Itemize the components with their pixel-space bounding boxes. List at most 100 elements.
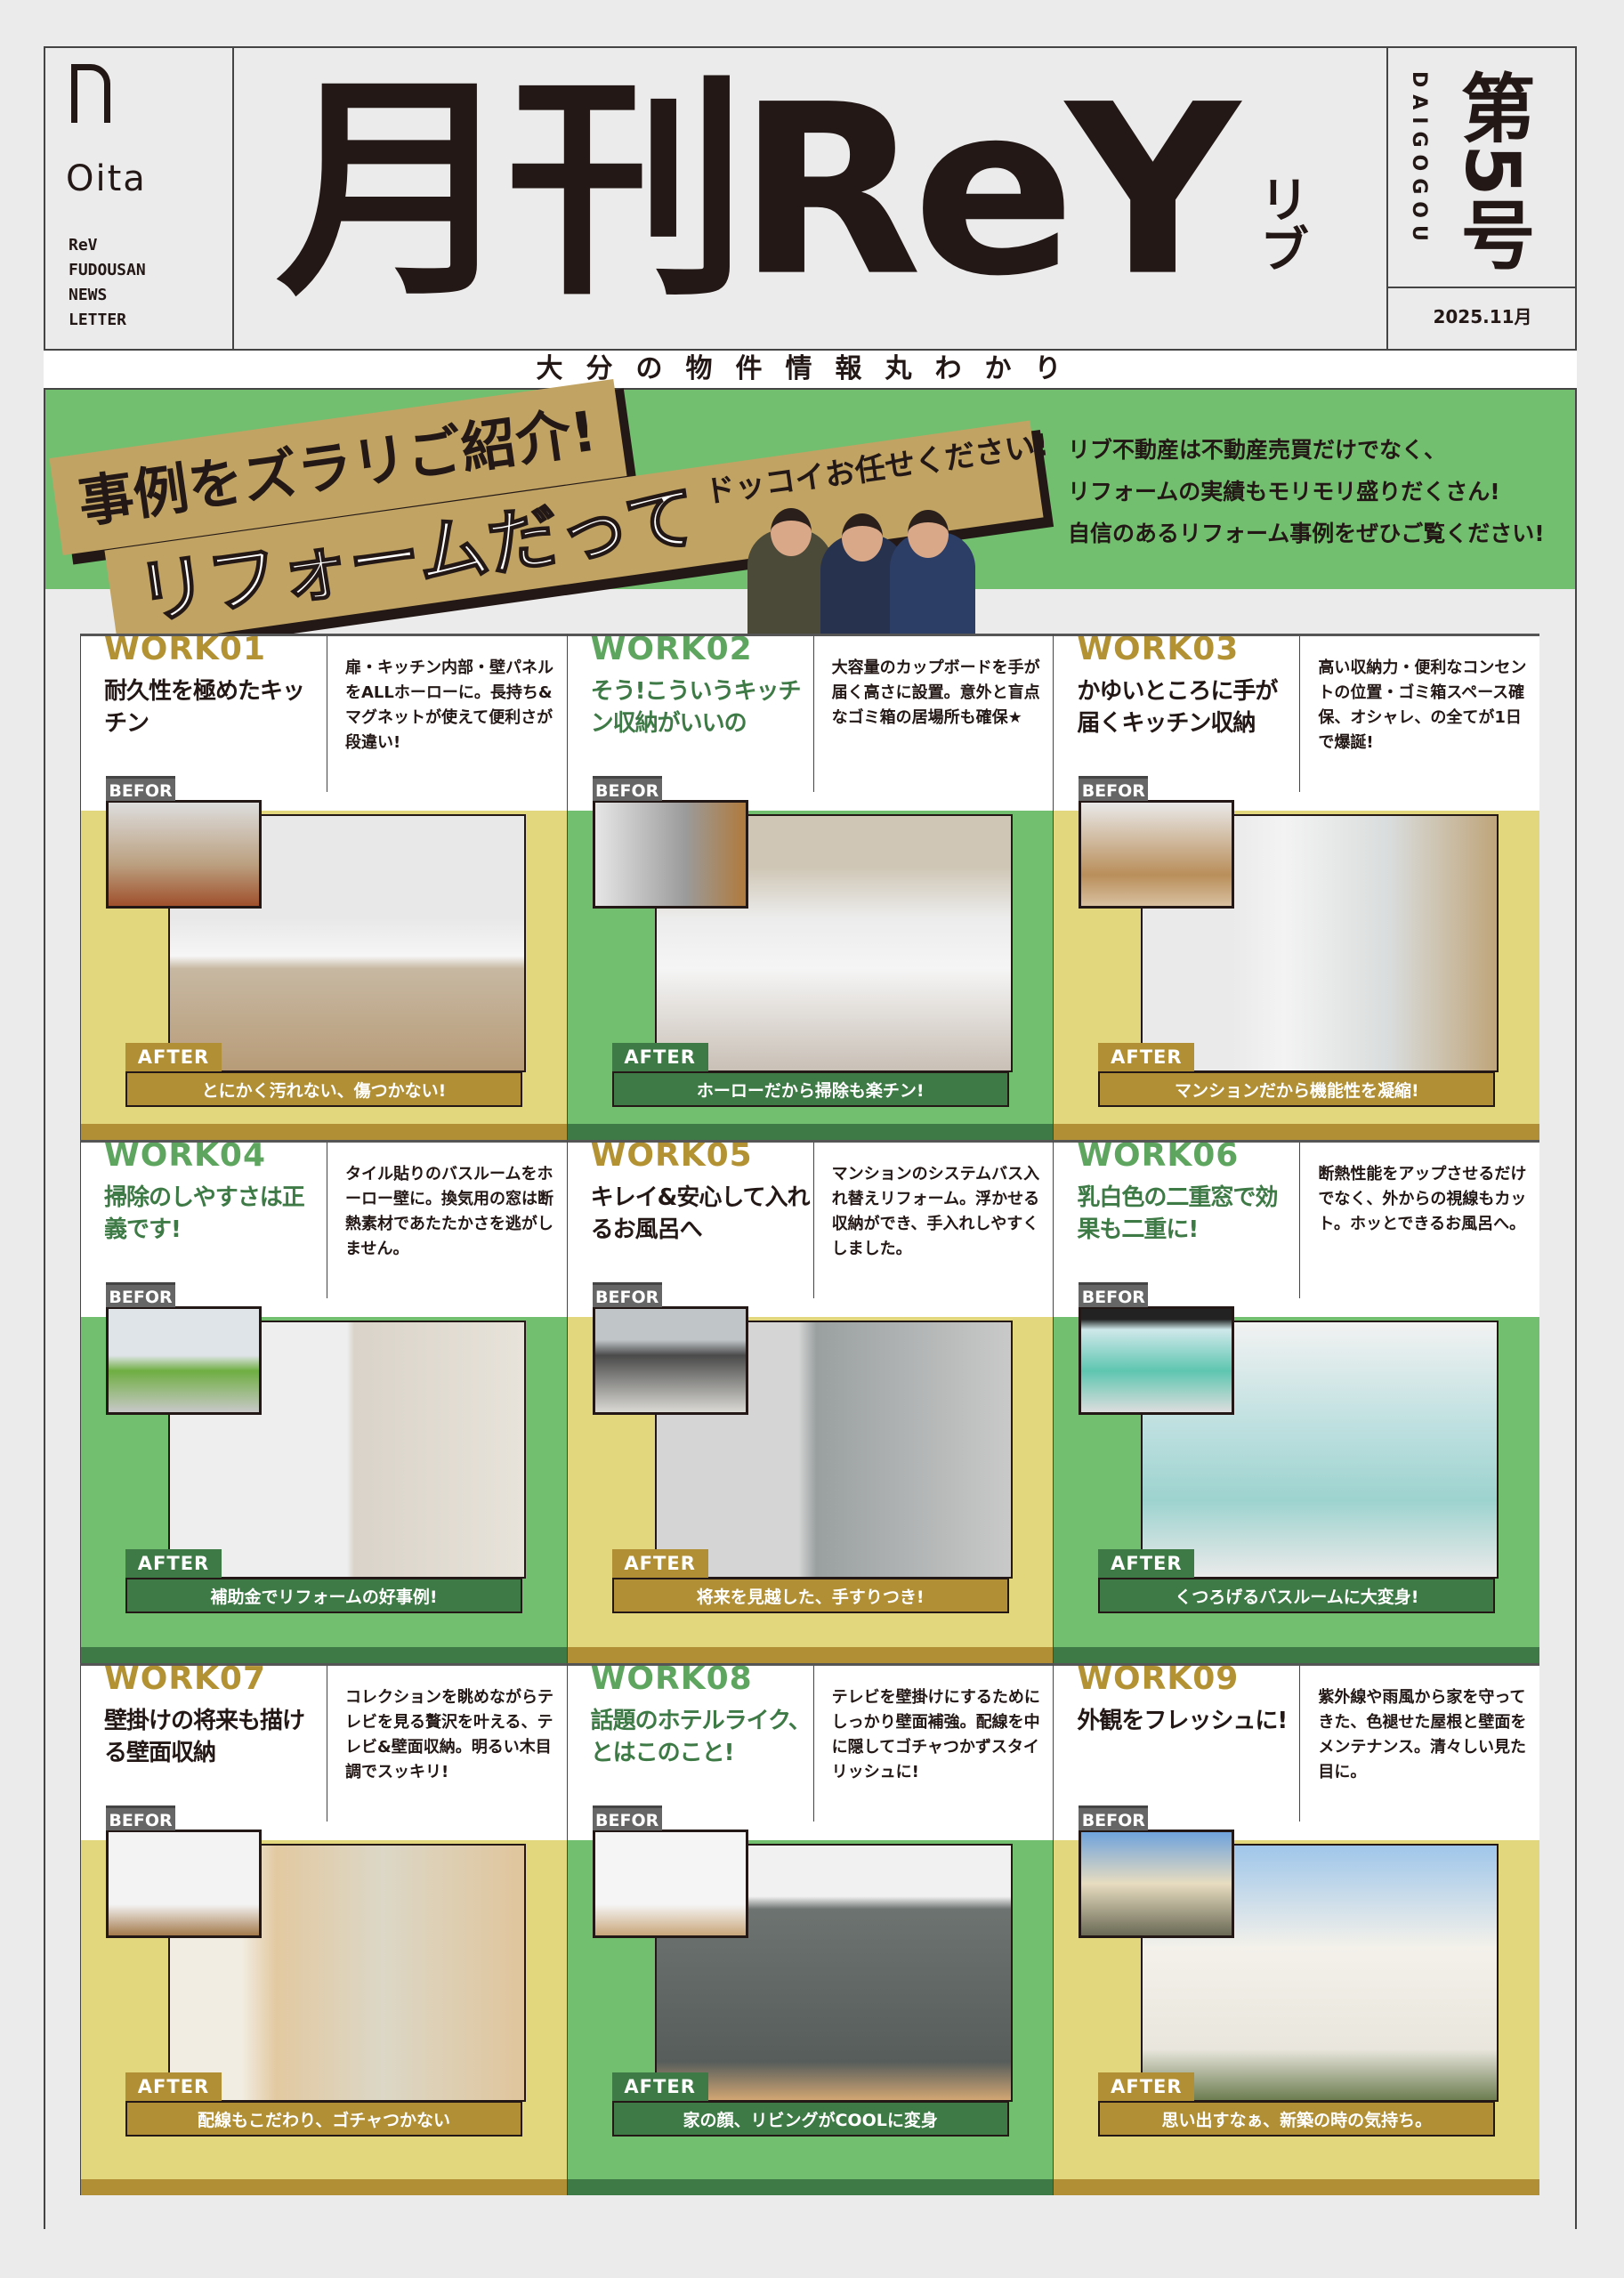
after-tag: AFTER	[125, 2072, 222, 2101]
work-card: WORK01 耐久性を極めたキッチン 扉・キッチン内部・壁パネルをALLホーロー…	[80, 634, 567, 1140]
work-label: WORK07	[104, 1663, 267, 1697]
bottom-strip	[1054, 1647, 1539, 1663]
logo-icon	[71, 64, 110, 123]
work-label: WORK03	[1077, 634, 1240, 667]
work-title: 話題のホテルライク、とはこのこと!	[590, 1708, 812, 1766]
divider	[812, 1143, 814, 1298]
works-grid: WORK01 耐久性を極めたキッチン 扉・キッチン内部・壁パネルをALLホーロー…	[80, 634, 1539, 2195]
city-label: Oita	[66, 158, 147, 199]
work-card: WORK08 話題のホテルライク、とはこのこと! テレビを壁掛けにするためにしっ…	[566, 1663, 1054, 2195]
before-tag: BEFOR	[592, 776, 662, 801]
after-tag: AFTER	[1098, 1549, 1195, 1578]
masthead-kana: リブ	[1251, 174, 1309, 273]
after-tag: AFTER	[611, 1043, 708, 1071]
tagline: 大分の物件情報丸わかり	[44, 349, 1577, 390]
masthead-title: 月刊ReY	[276, 62, 1344, 320]
work-caption: くつろげるバスルームに大変身!	[1098, 1578, 1496, 1613]
banner-text: リブ不動産は不動産売買だけでなく、 リフォームの実績もモリモリ盛りだくさん! 自…	[1068, 429, 1545, 554]
work-title: キレイ&安心して入れるお風呂へ	[590, 1184, 811, 1243]
before-photo	[1079, 800, 1235, 909]
work-label: WORK02	[590, 634, 753, 667]
work-description: マンションのシステムバス入れ替えリフォーム。浮かせる収納ができ、手入れしやすくし…	[831, 1165, 1040, 1258]
divider	[1386, 46, 1388, 349]
work-card: WORK03 かゆいところに手が届くキッチン収納 高い収納力・便利なコンセントの…	[1053, 634, 1539, 1140]
before-photo	[106, 1830, 262, 1938]
issue-reading: DAIGOGOU	[1408, 71, 1430, 248]
banner-text-line: リブ不動産は不動産売買だけでなく、	[1068, 437, 1447, 463]
before-photo	[592, 1306, 748, 1415]
staff-photo	[739, 503, 988, 634]
work-title: 掃除のしやすさは正義です!	[104, 1184, 305, 1243]
subtitle-line: ReV	[69, 236, 98, 254]
divider	[1299, 1666, 1301, 1822]
work-title: 壁掛けの将来も描ける壁面収納	[104, 1708, 305, 1766]
work-description: 高い収納力・便利なコンセントの位置・ゴミ箱スペース確保、オシャレ、の全てが1日で…	[1318, 658, 1527, 752]
bottom-strip	[81, 1647, 567, 1663]
banner-text-line: リフォームの実績もモリモリ盛りだくさん!	[1068, 479, 1500, 505]
work-title: そう!こういうキッチン収納がいいの	[590, 678, 802, 737]
divider	[1299, 1143, 1301, 1298]
divider	[232, 46, 234, 349]
newsletter-label: ReV FUDOUSAN NEWS LETTER	[69, 233, 146, 333]
work-caption: 思い出すなぁ、新築の時の気持ち。	[1098, 2101, 1496, 2137]
divider	[812, 636, 814, 792]
work-card: WORK02 そう!こういうキッチン収納がいいの 大容量のカップボードを手が届く…	[566, 634, 1054, 1140]
divider	[1299, 636, 1301, 792]
after-tag: AFTER	[125, 1549, 222, 1578]
before-tag: BEFOR	[1079, 776, 1149, 801]
issue-number: 第5号	[1449, 69, 1536, 271]
after-tag: AFTER	[1098, 1043, 1195, 1071]
work-label: WORK05	[590, 1140, 753, 1174]
after-tag: AFTER	[611, 2072, 708, 2101]
before-photo	[106, 800, 262, 909]
before-tag: BEFOR	[592, 1805, 662, 1830]
work-title: 乳白色の二重窓で効果も二重に!	[1077, 1184, 1278, 1243]
before-tag: BEFOR	[106, 776, 175, 801]
work-card: WORK07 壁掛けの将来も描ける壁面収納 コレクションを眺めながらテレビを見る…	[80, 1663, 567, 2195]
work-description: コレクションを眺めながらテレビを見る贅沢を叶える、テレビ&壁面収納。明るい木目調…	[345, 1688, 553, 1781]
work-title: かゆいところに手が届くキッチン収納	[1077, 678, 1278, 737]
work-caption: ホーローだから掃除も楽チン!	[611, 1071, 1009, 1107]
work-card: WORK05 キレイ&安心して入れるお風呂へ マンションのシステムバス入れ替えリ…	[566, 1140, 1054, 1663]
before-photo	[1079, 1306, 1235, 1415]
before-tag: BEFOR	[1079, 1805, 1149, 1830]
work-label: WORK08	[590, 1663, 753, 1697]
work-card: WORK09 外観をフレッシュに! 紫外線や雨風から家を守ってきた、色褪せた屋根…	[1053, 1663, 1539, 2195]
person-head	[771, 508, 812, 556]
after-tag: AFTER	[125, 1043, 222, 1071]
before-photo	[106, 1306, 262, 1415]
before-photo	[1079, 1830, 1235, 1938]
work-caption: とにかく汚れない、傷つかない!	[125, 1071, 522, 1107]
bottom-strip	[567, 1647, 1054, 1663]
after-tag: AFTER	[611, 1549, 708, 1578]
work-description: テレビを壁掛けにするためにしっかり壁面補強。配線を中に隠してゴチャつかずスタイリ…	[831, 1688, 1040, 1781]
work-description: 扉・キッチン内部・壁パネルをALLホーローに。長持ち&マグネットが使えて便利さが…	[345, 658, 553, 752]
work-label: WORK04	[104, 1140, 267, 1174]
work-description: タイル貼りのバスルームをホーロー壁に。換気用の窓は断熱素材であたたかさを逃がしま…	[345, 1165, 553, 1258]
work-caption: 将来を見越した、手すりつき!	[611, 1578, 1009, 1613]
person-head	[842, 513, 883, 561]
work-caption: 家の顔、リビングがCOOLに変身	[611, 2101, 1009, 2137]
work-caption: マンションだから機能性を凝縮!	[1098, 1071, 1496, 1107]
page-frame	[44, 46, 1577, 2229]
work-title: 外観をフレッシュに!	[1077, 1708, 1288, 1734]
person-head	[908, 510, 949, 558]
work-description: 断熱性能をアップさせるだけでなく、外からの視線もカット。ホッとできるお風呂へ。	[1318, 1165, 1527, 1233]
before-tag: BEFOR	[106, 1282, 175, 1307]
work-label: WORK09	[1077, 1663, 1240, 1697]
issue-date: 2025.11月	[1433, 306, 1532, 327]
subtitle-line: LETTER	[69, 311, 127, 329]
subtitle-line: FUDOUSAN	[69, 261, 146, 279]
before-tag: BEFOR	[106, 1805, 175, 1830]
before-photo	[592, 800, 748, 909]
before-photo	[592, 1830, 748, 1938]
masthead-title-text: 月刊ReY	[276, 54, 1240, 328]
work-card: WORK04 掃除のしやすさは正義です! タイル貼りのバスルームをホーロー壁に。…	[80, 1140, 567, 1663]
banner-text-line: 自信のあるリフォーム事例をぜひご覧ください!	[1068, 521, 1545, 546]
before-tag: BEFOR	[592, 1282, 662, 1307]
work-caption: 補助金でリフォームの好事例!	[125, 1578, 522, 1613]
bottom-strip	[81, 2179, 567, 2195]
work-caption: 配線もこだわり、ゴチャつかない	[125, 2101, 522, 2137]
work-label: WORK06	[1077, 1140, 1240, 1174]
divider	[1386, 287, 1577, 288]
